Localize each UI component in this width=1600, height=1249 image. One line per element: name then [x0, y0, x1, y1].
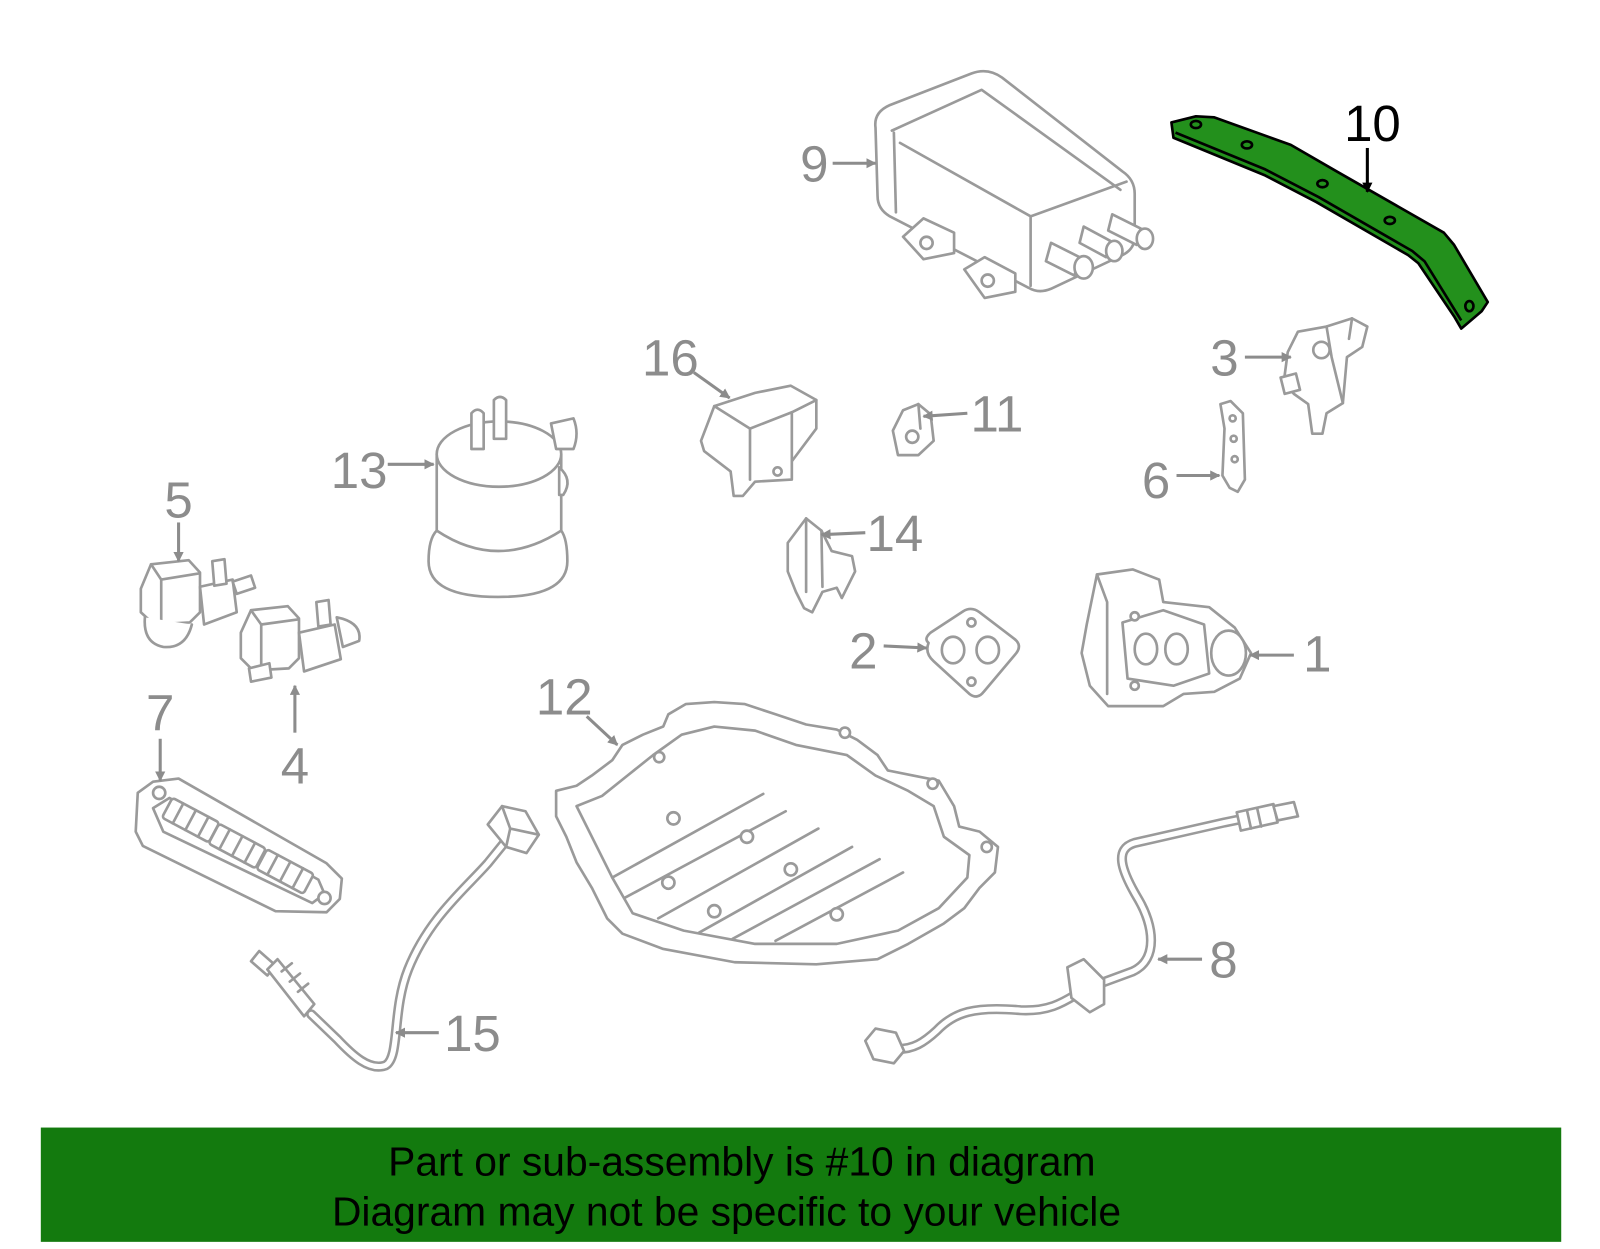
part-1-assembly	[1080, 568, 1253, 708]
part-13-filter	[427, 395, 578, 599]
callout-1: 1	[1303, 625, 1331, 682]
part-16-sensor	[699, 384, 818, 498]
callout-13: 13	[331, 442, 388, 499]
part-7-module	[134, 777, 344, 914]
arrow-2	[883, 642, 928, 653]
callout-labels: 1 2 3 4 5 6 7 8 9 10 11 12 13 14 15 16	[146, 95, 1401, 1062]
arrow-12	[585, 715, 619, 747]
part-9-canister	[873, 69, 1155, 300]
banner-background	[40, 1127, 1562, 1242]
arrow-11	[922, 410, 968, 421]
part-4-valve	[239, 598, 361, 683]
part-11-clip	[891, 402, 936, 457]
callout-7: 7	[146, 685, 174, 742]
callout-2: 2	[849, 622, 877, 679]
callout-12: 12	[536, 668, 593, 725]
callout-11: 11	[970, 386, 1023, 443]
info-banner: Part or sub-assembly is #10 in diagram D…	[40, 1127, 1562, 1242]
callout-14: 14	[867, 505, 924, 562]
callout-8: 8	[1209, 932, 1237, 989]
part-15-oxygen-sensor	[249, 804, 541, 1072]
callout-10: 10	[1344, 95, 1401, 152]
part-6-bracket	[1219, 399, 1247, 494]
callout-6: 6	[1142, 452, 1170, 509]
callout-9: 9	[800, 136, 828, 193]
callout-3: 3	[1210, 330, 1238, 387]
banner-line-1: Part or sub-assembly is #10 in diagram	[388, 1139, 1095, 1185]
callout-arrows	[155, 147, 1373, 1038]
part-12-shield	[554, 700, 1000, 966]
arrow-14	[820, 529, 866, 540]
part-2-gasket	[925, 607, 1021, 698]
part-10-highlighted	[1170, 115, 1490, 330]
callout-4: 4	[281, 738, 309, 795]
part-8-oxygen-sensor	[863, 800, 1300, 1065]
part-3-sensor	[1279, 317, 1369, 436]
arrow-16	[692, 371, 731, 400]
callout-5: 5	[164, 471, 192, 528]
banner-line-2: Diagram may not be specific to your vehi…	[332, 1189, 1121, 1235]
callout-15: 15	[444, 1005, 501, 1062]
callout-16: 16	[642, 330, 699, 387]
part-5-valve	[139, 557, 257, 649]
